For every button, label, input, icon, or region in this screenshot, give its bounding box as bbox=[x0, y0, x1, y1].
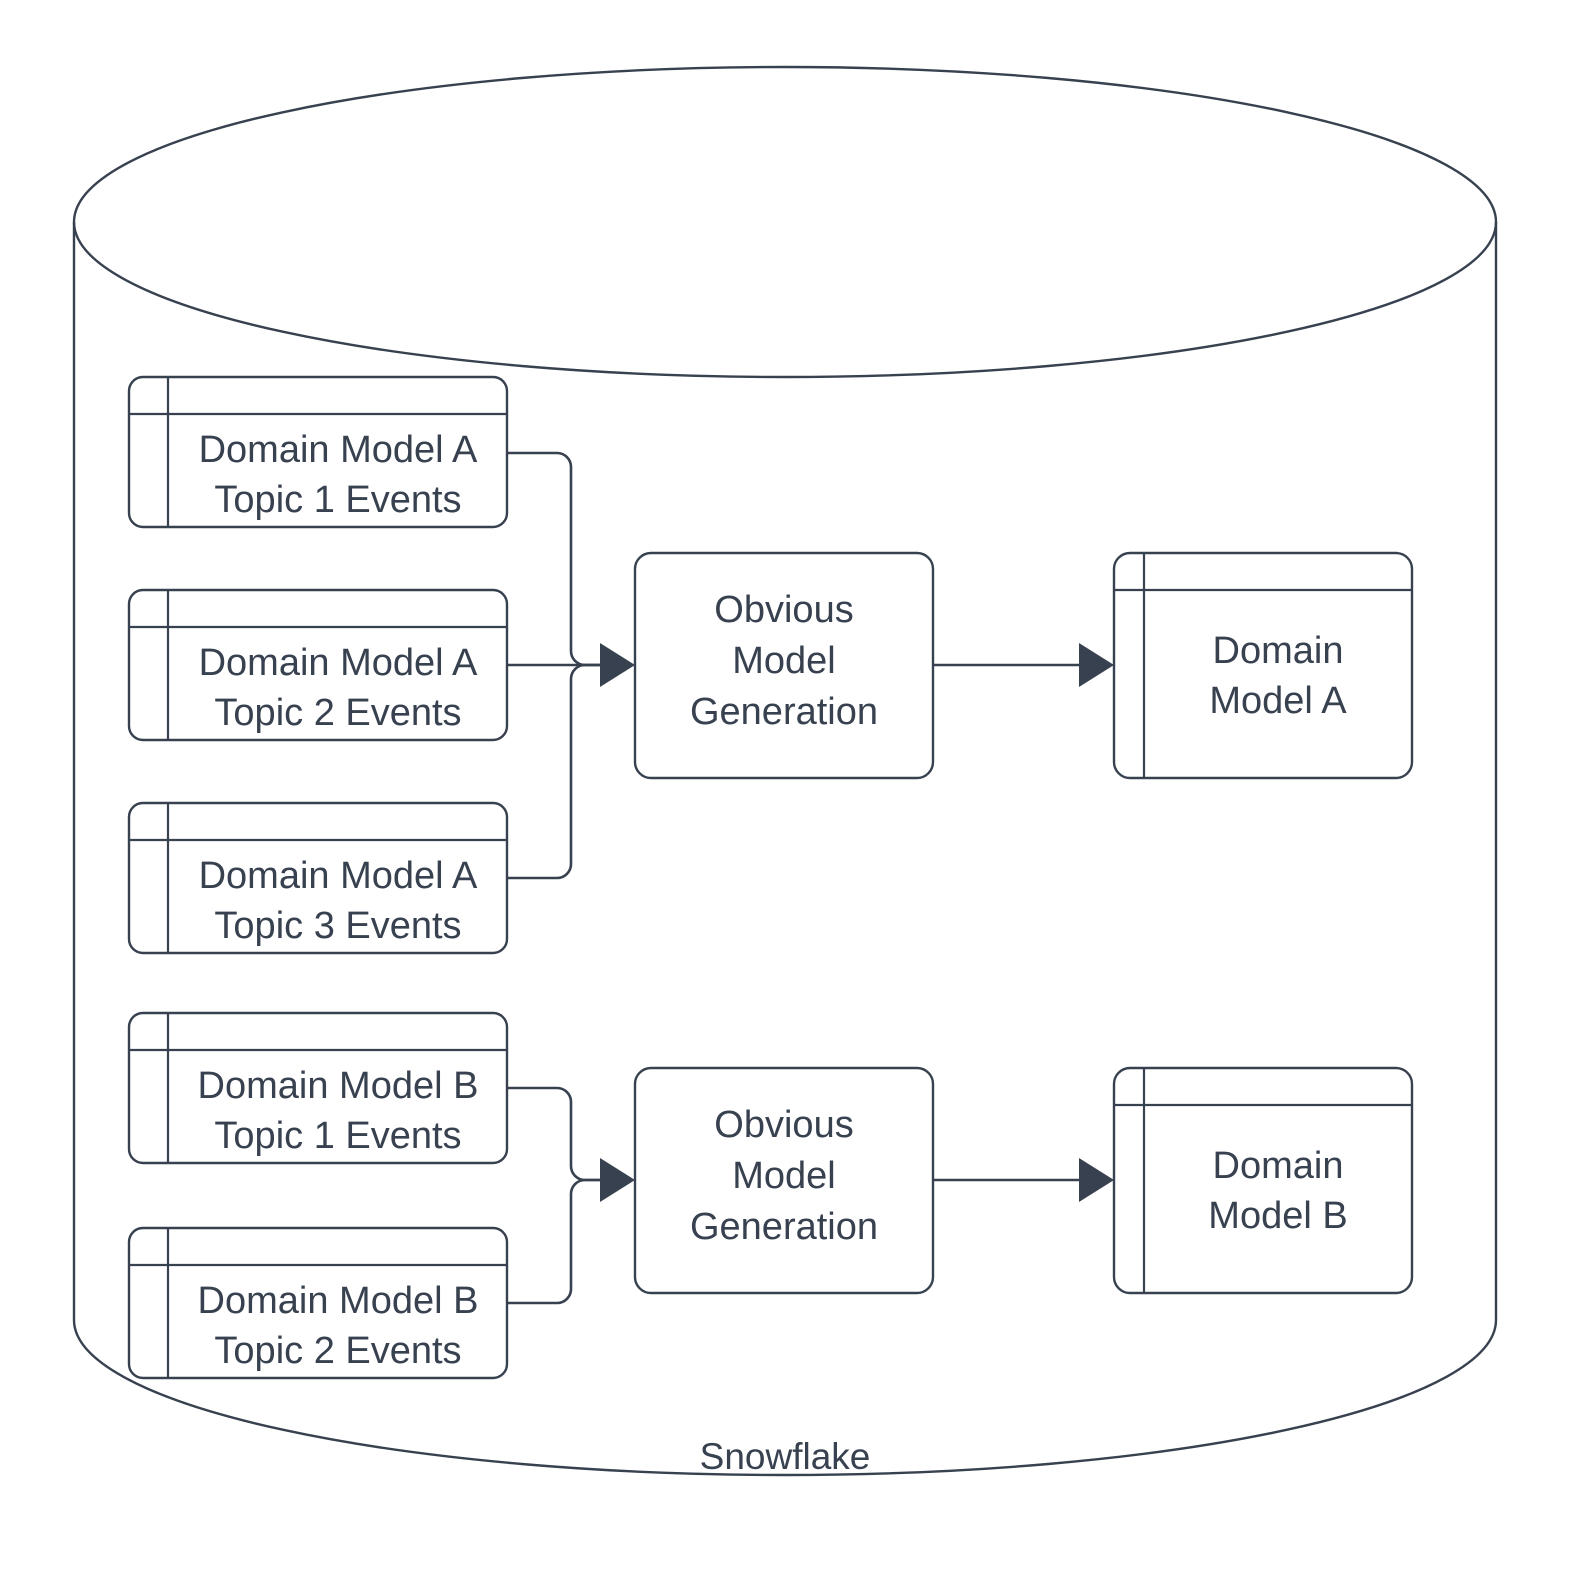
arrowhead-into-process-b bbox=[600, 1158, 635, 1202]
connector-b1-to-process bbox=[507, 1086, 600, 1182]
table-icon-frame bbox=[1112, 1066, 1414, 1295]
output-a-label-line1: Domain bbox=[1213, 630, 1344, 672]
process-a-label-line2: Model bbox=[732, 640, 836, 682]
source-table-a1[interactable]: Domain Model A Topic 1 Events bbox=[127, 375, 509, 529]
source-table-a1-label-line1: Domain Model A bbox=[199, 429, 478, 471]
table-icon-frame bbox=[1112, 551, 1414, 780]
connector-b2-to-process bbox=[507, 1178, 600, 1305]
process-obvious-model-generation-b[interactable]: Obvious Model Generation bbox=[633, 1066, 935, 1295]
arrowhead-into-output-b bbox=[1079, 1158, 1114, 1202]
connector-group-b bbox=[507, 1086, 635, 1305]
source-table-b2-label-line1: Domain Model B bbox=[198, 1280, 479, 1322]
source-table-b2[interactable]: Domain Model B Topic 2 Events bbox=[127, 1226, 509, 1380]
connector-a3-to-process bbox=[507, 663, 600, 880]
output-a-label-line2: Model A bbox=[1209, 680, 1347, 722]
output-b-label-line2: Model B bbox=[1208, 1195, 1347, 1237]
source-table-a3[interactable]: Domain Model A Topic 3 Events bbox=[127, 801, 509, 955]
source-table-a2-label-line1: Domain Model A bbox=[199, 642, 478, 684]
arrowhead-into-output-a bbox=[1079, 643, 1114, 687]
connector-process-a-to-output-a bbox=[933, 643, 1114, 687]
process-b-label-line1: Obvious bbox=[714, 1104, 853, 1146]
output-table-domain-model-a[interactable]: Domain Model A bbox=[1112, 551, 1414, 780]
connector-process-b-to-output-b bbox=[933, 1158, 1114, 1202]
cylinder-body bbox=[72, 222, 1498, 1477]
output-table-domain-model-b[interactable]: Domain Model B bbox=[1112, 1066, 1414, 1295]
source-table-b1-label-line2: Topic 1 Events bbox=[214, 1115, 461, 1157]
cylinder-top-ellipse bbox=[72, 65, 1498, 379]
process-b-label-line2: Model bbox=[732, 1155, 836, 1197]
process-b-label-line3: Generation bbox=[690, 1206, 878, 1248]
source-table-b1[interactable]: Domain Model B Topic 1 Events bbox=[127, 1011, 509, 1165]
source-table-b2-label-line2: Topic 2 Events bbox=[214, 1330, 461, 1372]
connector-a1-to-process bbox=[507, 451, 600, 667]
output-b-label-line1: Domain bbox=[1213, 1145, 1344, 1187]
process-a-label-line3: Generation bbox=[690, 691, 878, 733]
source-table-a3-label-line2: Topic 3 Events bbox=[214, 905, 461, 947]
cylinder-label: Snowflake bbox=[700, 1436, 871, 1477]
process-obvious-model-generation-a[interactable]: Obvious Model Generation bbox=[633, 551, 935, 780]
process-a-label-line1: Obvious bbox=[714, 589, 853, 631]
source-table-a2-label-line2: Topic 2 Events bbox=[214, 692, 461, 734]
source-table-b1-label-line1: Domain Model B bbox=[198, 1065, 479, 1107]
source-table-a1-label-line2: Topic 1 Events bbox=[214, 479, 461, 521]
connector-group-a bbox=[507, 451, 635, 880]
arrowhead-into-process-a bbox=[600, 643, 635, 687]
source-table-a2[interactable]: Domain Model A Topic 2 Events bbox=[127, 588, 509, 742]
snowflake-cylinder: Snowflake bbox=[72, 65, 1498, 1477]
source-table-a3-label-line1: Domain Model A bbox=[199, 855, 478, 897]
